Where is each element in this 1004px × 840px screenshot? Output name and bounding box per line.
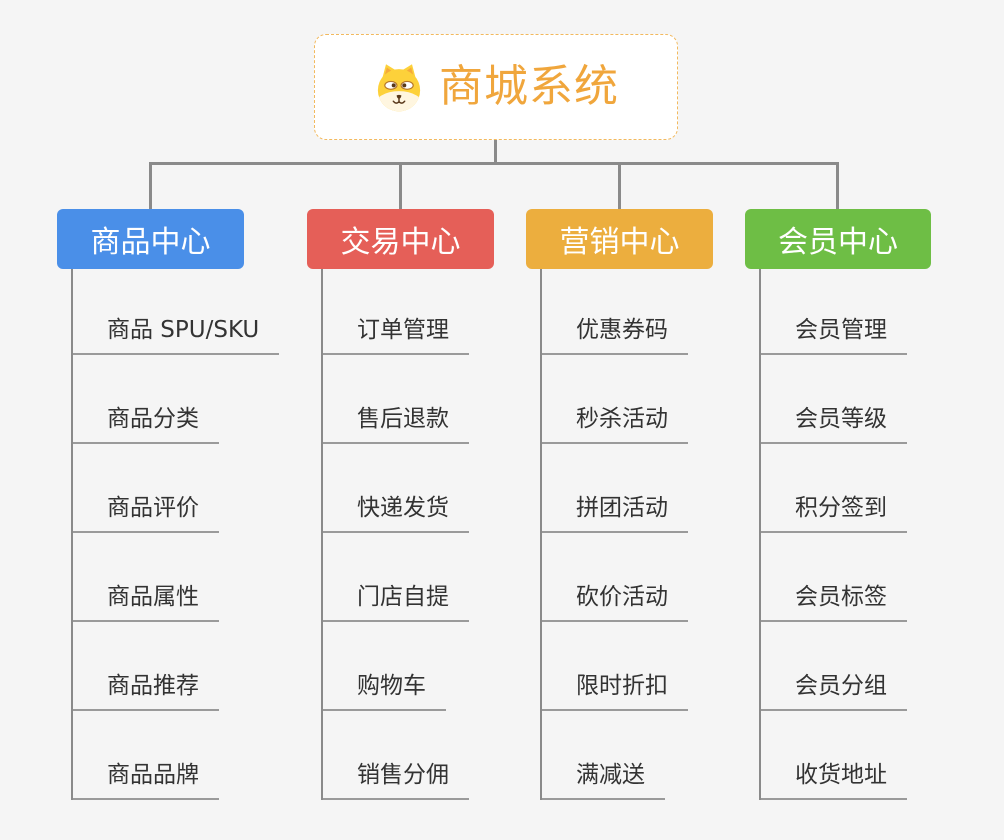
leaf-node[interactable]: 会员等级 bbox=[761, 404, 907, 444]
connector-bus bbox=[149, 162, 838, 165]
leaf-node[interactable]: 商品分类 bbox=[73, 404, 219, 444]
leaf-node[interactable]: 会员分组 bbox=[761, 671, 907, 711]
leaf-node[interactable]: 商品推荐 bbox=[73, 671, 219, 711]
root-node[interactable]: 商城系统 bbox=[314, 34, 678, 140]
leaf-node[interactable]: 积分签到 bbox=[761, 493, 907, 533]
branch-node-trade-center[interactable]: 交易中心 bbox=[307, 209, 494, 269]
branch-label: 营销中心 bbox=[559, 225, 680, 260]
leaf-node[interactable]: 会员管理 bbox=[761, 315, 907, 355]
connector-drop-marketing bbox=[618, 162, 621, 210]
dog-face-icon bbox=[377, 64, 421, 112]
branch-children-trade: 订单管理 售后退款 快递发货 门店自提 购物车 销售分佣 bbox=[321, 269, 469, 800]
leaf-node[interactable]: 秒杀活动 bbox=[542, 404, 688, 444]
branch-node-marketing-center[interactable]: 营销中心 bbox=[526, 209, 713, 269]
leaf-node[interactable]: 门店自提 bbox=[323, 582, 469, 622]
connector-drop-member bbox=[836, 162, 839, 210]
branch-label: 商品中心 bbox=[90, 225, 211, 260]
connector-drop-product bbox=[149, 162, 152, 210]
leaf-node[interactable]: 砍价活动 bbox=[542, 582, 688, 622]
leaf-node[interactable]: 拼团活动 bbox=[542, 493, 688, 533]
leaf-node[interactable]: 订单管理 bbox=[323, 315, 469, 355]
branch-label: 会员中心 bbox=[778, 225, 898, 260]
leaf-node[interactable]: 销售分佣 bbox=[323, 760, 469, 800]
connector-root-stub bbox=[494, 140, 497, 165]
leaf-node[interactable]: 售后退款 bbox=[323, 404, 469, 444]
leaf-node[interactable]: 会员标签 bbox=[761, 582, 907, 622]
root-title: 商城系统 bbox=[439, 61, 619, 112]
branch-children-marketing: 优惠券码 秒杀活动 拼团活动 砍价活动 限时折扣 满减送 bbox=[540, 269, 688, 800]
leaf-node[interactable]: 购物车 bbox=[323, 671, 446, 711]
leaf-node[interactable]: 限时折扣 bbox=[542, 671, 688, 711]
leaf-node[interactable]: 商品 SPU/SKU bbox=[73, 315, 280, 355]
leaf-node[interactable]: 商品品牌 bbox=[73, 760, 219, 800]
branch-label: 交易中心 bbox=[340, 225, 461, 260]
branch-children-member: 会员管理 会员等级 积分签到 会员标签 会员分组 收货地址 bbox=[759, 269, 907, 800]
leaf-node[interactable]: 商品属性 bbox=[73, 582, 219, 622]
branch-node-product-center[interactable]: 商品中心 bbox=[57, 209, 244, 269]
leaf-node[interactable]: 收货地址 bbox=[761, 760, 907, 800]
leaf-node[interactable]: 商品评价 bbox=[73, 493, 219, 533]
leaf-node[interactable]: 优惠券码 bbox=[542, 315, 688, 355]
connector-drop-trade bbox=[399, 162, 402, 210]
leaf-node[interactable]: 快递发货 bbox=[323, 493, 469, 533]
branch-children-product: 商品 SPU/SKU 商品分类 商品评价 商品属性 商品推荐 商品品牌 bbox=[71, 269, 280, 800]
branch-node-member-center[interactable]: 会员中心 bbox=[745, 209, 931, 269]
leaf-node[interactable]: 满减送 bbox=[542, 760, 665, 800]
